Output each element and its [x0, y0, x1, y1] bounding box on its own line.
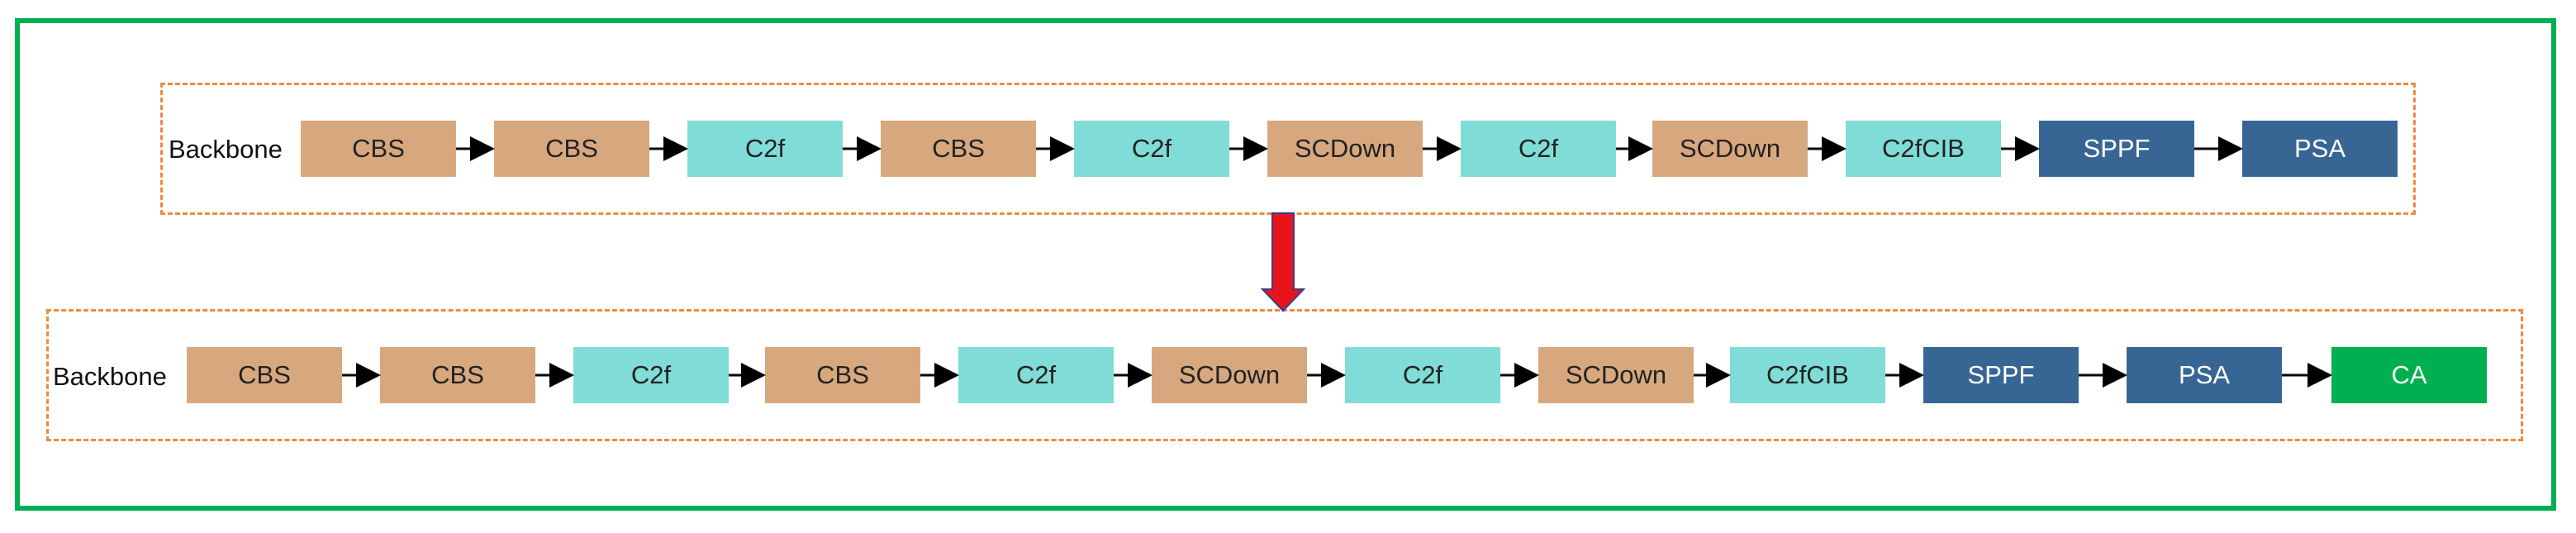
row2-block-scdown-2: SCDown: [1538, 347, 1694, 403]
row-label-original: Backbone: [169, 135, 283, 164]
row2-block-scdown-1: SCDown: [1152, 347, 1307, 403]
row1-block-scdown-1: SCDown: [1267, 121, 1423, 177]
row1-block-psa: PSA: [2242, 121, 2398, 177]
row2-block-c2f-2: C2f: [958, 347, 1114, 403]
row2-block-c2f-1: C2f: [573, 347, 729, 403]
row2-block-c2fcib: C2fCIB: [1730, 347, 1885, 403]
row1-block-c2f-3: C2f: [1461, 121, 1616, 177]
row1-block-c2fcib: C2fCIB: [1846, 121, 2001, 177]
row1-block-cbs-1: CBS: [301, 121, 456, 177]
row2-block-cbs-1: CBS: [187, 347, 342, 403]
row2-block-ca: CA: [2331, 347, 2487, 403]
row2-block-sppf: SPPF: [1923, 347, 2079, 403]
row1-block-scdown-2: SCDown: [1652, 121, 1808, 177]
row1-block-cbs-2: CBS: [494, 121, 649, 177]
row2-block-cbs-3: CBS: [765, 347, 920, 403]
row1-block-c2f-1: C2f: [687, 121, 843, 177]
row2-block-psa: PSA: [2127, 347, 2282, 403]
row1-block-cbs-3: CBS: [881, 121, 1036, 177]
row2-block-cbs-2: CBS: [380, 347, 535, 403]
row1-block-c2f-2: C2f: [1074, 121, 1229, 177]
row2-block-c2f-3: C2f: [1345, 347, 1500, 403]
diagram-frame: [15, 18, 2556, 511]
row-label-modified: Backbone: [53, 362, 167, 391]
row1-block-sppf: SPPF: [2039, 121, 2194, 177]
